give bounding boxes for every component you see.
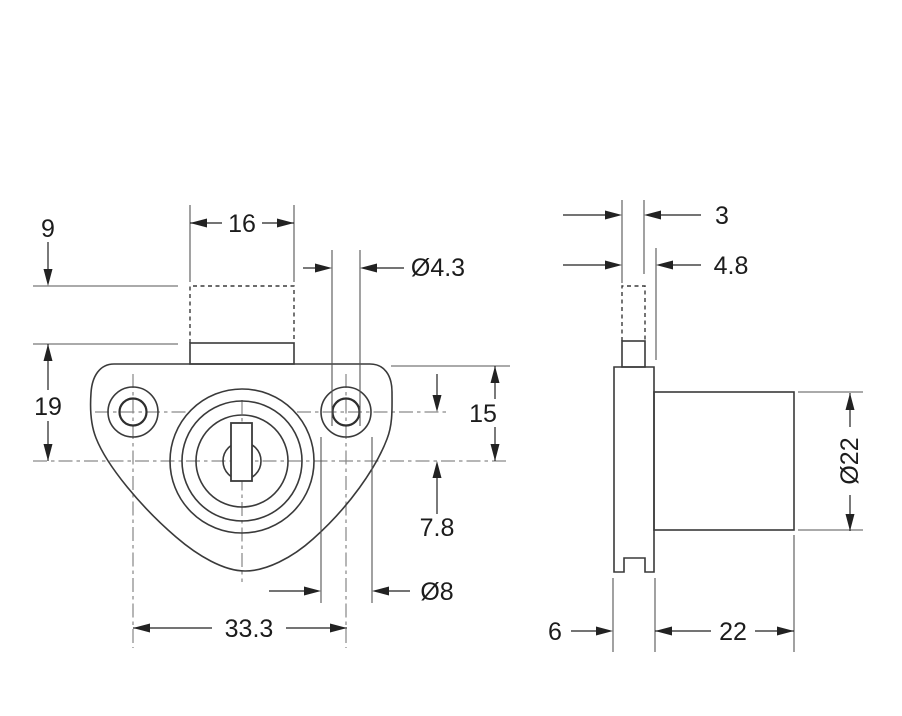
arrowhead-right <box>315 263 332 273</box>
label-background <box>711 616 755 646</box>
dim-cam-thickness: 3 <box>563 202 729 230</box>
arrowhead-right <box>605 260 622 270</box>
extension-line <box>331 250 361 426</box>
arrowhead-down <box>432 395 442 412</box>
extension-line <box>189 205 295 282</box>
arrowhead-up <box>845 393 855 410</box>
label-background <box>222 207 262 238</box>
dim-mount-hole-dia: Ø4.3 <box>303 250 465 426</box>
label-background <box>212 613 286 643</box>
front-view: 9 19 16 Ø4.3 <box>32 205 510 648</box>
arrowhead-up <box>432 461 442 478</box>
bezel-inner-circle <box>181 400 303 522</box>
label-background <box>32 390 65 421</box>
arrowhead-down <box>43 269 53 286</box>
arrowhead-down <box>43 444 53 461</box>
left-counterbore-circle <box>107 386 159 438</box>
dim-flange-thickness-label: 6 <box>548 618 562 646</box>
flange-plate <box>613 366 655 573</box>
dim-hole-to-center: 7.8 <box>420 374 455 542</box>
arrowhead-left <box>644 210 661 220</box>
dim-hole-spacing-label: 33.3 <box>225 615 274 643</box>
dim-flange-top-to-center: 15 <box>391 365 510 461</box>
extension-line <box>621 200 657 360</box>
arrowhead-up <box>43 344 53 361</box>
dim-flange-top-to-center-label: 15 <box>469 400 497 428</box>
dim-hole-to-center-label: 7.8 <box>420 514 455 542</box>
arrowhead-right <box>596 626 613 636</box>
arrowhead-up <box>490 366 500 383</box>
dim-mount-hole-dia-label: Ø4.3 <box>411 254 465 282</box>
dim-top-to-center-label: 19 <box>34 393 62 421</box>
cylinder-body <box>653 391 795 531</box>
dim-cam-offset: 9 <box>33 215 178 345</box>
dim-cam-offset-label: 9 <box>41 215 55 243</box>
dim-counterbore-dia: Ø8 <box>269 437 454 606</box>
extension-line <box>798 391 863 531</box>
right-counterbore-circle <box>320 386 372 438</box>
arrowhead-down <box>845 514 855 531</box>
dim-tab-thickness: 4.8 <box>563 252 748 280</box>
arrowhead-right <box>777 626 794 636</box>
arrowhead-left <box>190 218 207 228</box>
dim-body-length: 22 <box>655 616 794 646</box>
dim-tab-thickness-label: 4.8 <box>714 252 749 280</box>
label-background <box>834 427 865 495</box>
arrowhead-left <box>655 626 672 636</box>
arrowhead-right <box>277 218 294 228</box>
cam-tab <box>189 342 295 365</box>
cam-tab <box>621 340 646 368</box>
dim-body-dia-label: Ø22 <box>836 437 864 484</box>
side-view: 3 4.8 Ø22 6 <box>548 200 865 652</box>
dim-cam-width-label: 16 <box>228 210 256 238</box>
bezel-outer-circle <box>169 388 315 534</box>
dim-body-length-label: 22 <box>719 618 747 646</box>
left-mount-hole <box>118 397 148 427</box>
flange-outline <box>89 363 393 572</box>
cylinder-face-circle <box>195 414 289 508</box>
dim-hole-spacing: 33.3 <box>133 613 347 643</box>
extension-line <box>612 535 795 652</box>
hidden-cam-outline <box>189 285 295 343</box>
label-background <box>466 399 499 427</box>
arrowhead-left <box>656 260 673 270</box>
arrowhead-left <box>360 263 377 273</box>
dim-counterbore-dia-label: Ø8 <box>420 578 453 606</box>
extension-line <box>320 437 373 603</box>
arrowhead-right <box>605 210 622 220</box>
arrowhead-left <box>133 623 150 633</box>
dim-body-dia: Ø22 <box>798 391 865 531</box>
keyhole-slot <box>230 422 253 482</box>
dim-top-to-center: 19 <box>32 344 65 461</box>
arrowhead-down <box>490 444 500 461</box>
arrowhead-right <box>330 623 347 633</box>
hidden-cam-outline <box>621 285 646 341</box>
dim-cam-width: 16 <box>189 205 295 282</box>
dim-cam-thickness-label: 3 <box>715 202 729 230</box>
arrowhead-left <box>372 586 389 596</box>
extension-line <box>33 285 178 345</box>
dim-flange-thickness: 6 <box>548 618 613 646</box>
arrowhead-right <box>304 586 321 596</box>
